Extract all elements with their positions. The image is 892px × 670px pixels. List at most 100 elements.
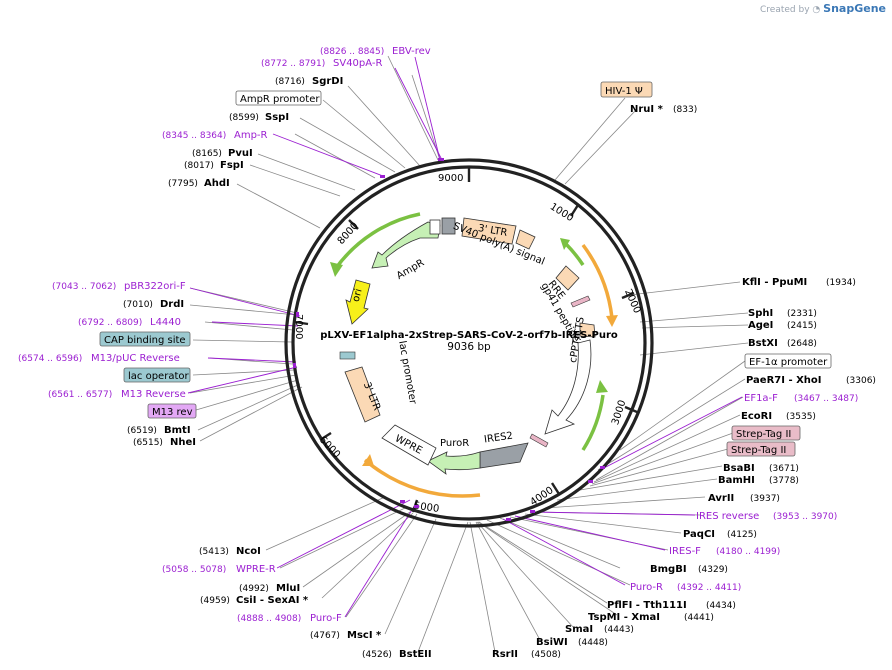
cap-binding-box: CAP binding site (104, 335, 186, 346)
ebvrev-label: EBV-rev (392, 46, 431, 57)
ef1a-promoter-box: EF-1α promoter (749, 357, 828, 368)
wprer-label: WPRE-R (236, 564, 276, 575)
green-arc-1 (564, 242, 585, 266)
lac-operator-box: lac operator (128, 371, 189, 382)
paer7i-pos: (3306) (846, 376, 876, 386)
sspi-label: SspI (265, 112, 289, 123)
avrii-label: AvrII (708, 493, 734, 504)
snapgene-credit: Created by ◔ SnapGene (760, 2, 886, 15)
lac-promoter-label: lac promoter (396, 340, 418, 406)
orange-arc-2 (363, 458, 481, 498)
feature-3ltr-top (461, 217, 517, 245)
fspi-pos: (8017) (184, 161, 214, 171)
m13rev-primer-label: M13 Reverse (121, 389, 186, 400)
kfli-pos: (1934) (826, 278, 856, 288)
plasmid-name: pLXV-EF1alpha-2xStrep-SARS-CoV-2-orf7b-I… (320, 330, 618, 341)
green-arc-ampr (334, 212, 421, 270)
primer-marks (293, 158, 605, 521)
tick-1000: 1000 (548, 201, 575, 224)
ampr-promoter-box: AmpR promoter (240, 94, 320, 105)
wprer-pos: (5058 .. 5078) (162, 565, 226, 575)
avrii-pos: (3937) (750, 494, 780, 504)
credit-brand: SnapGene (823, 2, 886, 15)
drdi-pos: (7010) (123, 300, 153, 310)
ecori-pos: (3535) (786, 412, 816, 422)
agei-pos: (2415) (787, 321, 817, 331)
pvui-pos: (8165) (192, 149, 222, 159)
pvui-label: PvuI (228, 148, 253, 159)
sphi-label: SphI (748, 308, 773, 319)
ampr-primer-label: Amp-R (234, 130, 268, 141)
feature-ires2 (479, 442, 529, 469)
hiv1-psi-box: HIV-1 Ψ (605, 86, 643, 97)
sgrdi-pos: (8716) (275, 77, 305, 87)
feature-3ltr-left (344, 366, 381, 423)
feature-cppt (579, 322, 596, 338)
ltr-top-label: 3' LTR (477, 223, 508, 239)
plasmid-length: 9036 bp (447, 341, 491, 353)
feature-rre (555, 265, 580, 291)
ebvrev-pos: (8826 .. 8845) (320, 47, 384, 57)
bmgbi-label: BmgBI (650, 564, 687, 575)
iresrev-pos: (3953 .. 3970) (773, 512, 837, 522)
leader-lines (189, 55, 749, 653)
iresf-label: IRES-F (669, 546, 701, 557)
feature-strep-tag (529, 433, 549, 448)
kfli-label: KflI - PpuMI (742, 277, 807, 288)
feature-white-box (429, 219, 441, 235)
puror-primer-label: Puro-R (630, 582, 663, 593)
pbr322-label: pBR322ori-F (124, 281, 186, 292)
feature-small-orange (515, 229, 536, 250)
bsiwi-pos: (4448) (578, 638, 608, 648)
bamhi-label: BamHI (718, 475, 755, 486)
fspi-label: FspI (220, 160, 244, 171)
nhei-label: NheI (170, 437, 196, 448)
ef1af-label: EF1a-F (744, 393, 778, 404)
m13puc-label: M13/pUC Reverse (91, 353, 180, 364)
bmti-label: BmtI (164, 425, 191, 436)
puror-label: PuroR (440, 438, 469, 449)
smai-pos: (4443) (604, 625, 634, 635)
csii-label: CsiI - SexAI * (236, 595, 309, 606)
ahdi-label: AhdI (204, 178, 230, 189)
sphi-pos: (2331) (787, 309, 817, 319)
purof-pos: (4888 .. 4908) (237, 614, 301, 624)
bsteii-pos: (4526) (362, 650, 392, 660)
smai-label: SmaI (565, 624, 593, 635)
sv40par-pos: (8772 .. 8791) (261, 59, 325, 69)
nhei-pos: (6515) (133, 438, 163, 448)
ef1af-pos: (3467 .. 3487) (794, 394, 858, 404)
iresf-pos: (4180 .. 4199) (716, 547, 780, 557)
ncoi-label: NcoI (236, 546, 261, 557)
rsrii-pos: (4508) (531, 650, 561, 660)
nrui-pos: (833) (673, 105, 697, 115)
ecori-label: EcoRI (741, 411, 772, 422)
feature-puror (427, 451, 481, 475)
bmti-pos: (6519) (127, 426, 157, 436)
backbone-outer (284, 158, 654, 528)
ires2-label: IRES2 (483, 431, 513, 446)
feature-pink-marker (570, 295, 591, 308)
pflfi-label: PflFI - Tth111I (607, 600, 687, 611)
tspmi-label: TspMI - XmaI (588, 612, 660, 623)
bsiwi-label: BsiWI (536, 637, 568, 648)
bstxi-label: BstXI (748, 338, 778, 349)
tspmi-pos: (4441) (684, 613, 714, 623)
mlui-label: MluI (276, 583, 300, 594)
sv40par-label: SV40pA-R (333, 58, 382, 69)
agei-label: AgeI (748, 320, 773, 331)
ahdi-pos: (7795) (168, 179, 198, 189)
orange-arc-1 (581, 243, 614, 319)
tick-5000: 5000 (413, 501, 440, 515)
sspi-pos: (8599) (229, 113, 259, 123)
msci-pos: (4767) (310, 631, 340, 641)
feature-grey-box (441, 217, 456, 235)
mlui-pos: (4992) (239, 584, 269, 594)
pbr322-pos: (7043 .. 7062) (52, 282, 116, 292)
green-arc-2 (581, 394, 605, 451)
bamhi-pos: (3778) (769, 476, 799, 486)
paqci-pos: (4125) (727, 530, 757, 540)
sgrdi-label: SgrDI (312, 76, 343, 87)
csii-pos: (4959) (200, 596, 230, 606)
